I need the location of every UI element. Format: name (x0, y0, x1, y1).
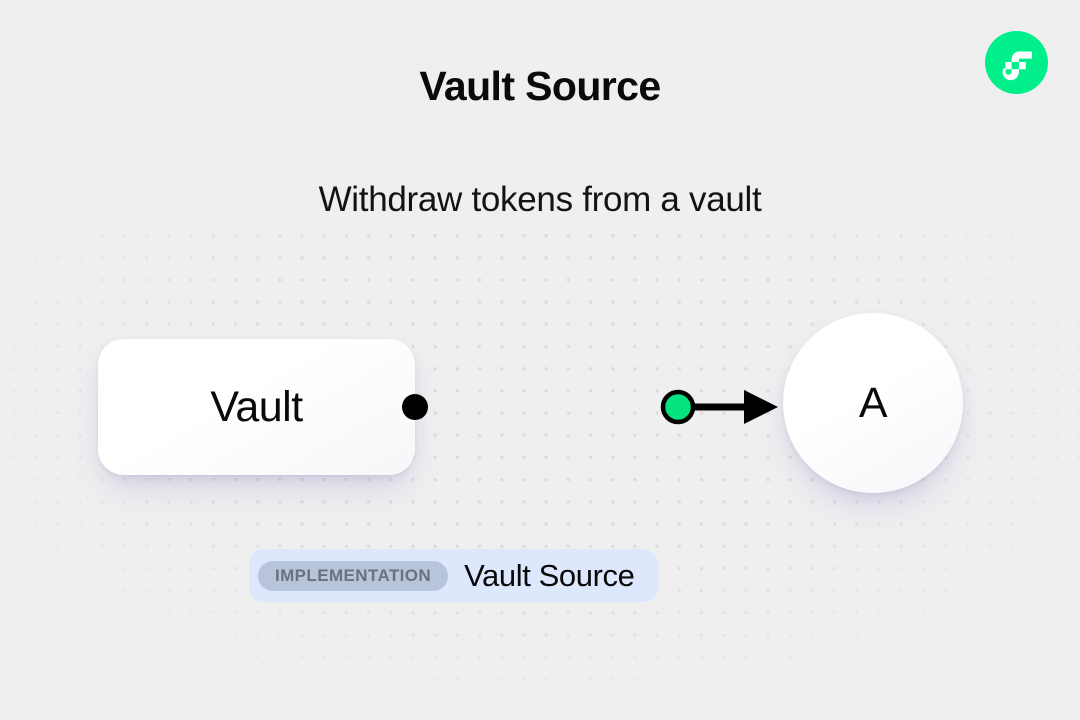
page-title: Vault Source (419, 63, 661, 109)
flow-marker-dot-icon[interactable] (660, 389, 696, 425)
implementation-chip-label: IMPLEMENTATION (258, 560, 449, 591)
diagram-node-vault[interactable]: Vault (98, 339, 415, 475)
implementation-badge[interactable]: IMPLEMENTATION Vault Source (249, 549, 659, 602)
diagram-node-account[interactable]: A (783, 313, 963, 493)
diagram-node-account-label: A (858, 378, 888, 427)
diagram-node-vault-label: Vault (210, 382, 303, 431)
flow-logo-icon (985, 31, 1048, 94)
arrow-right-icon (744, 390, 778, 424)
page-subtitle: Withdraw tokens from a vault (318, 180, 762, 219)
implementation-value: Vault Source (464, 558, 635, 593)
